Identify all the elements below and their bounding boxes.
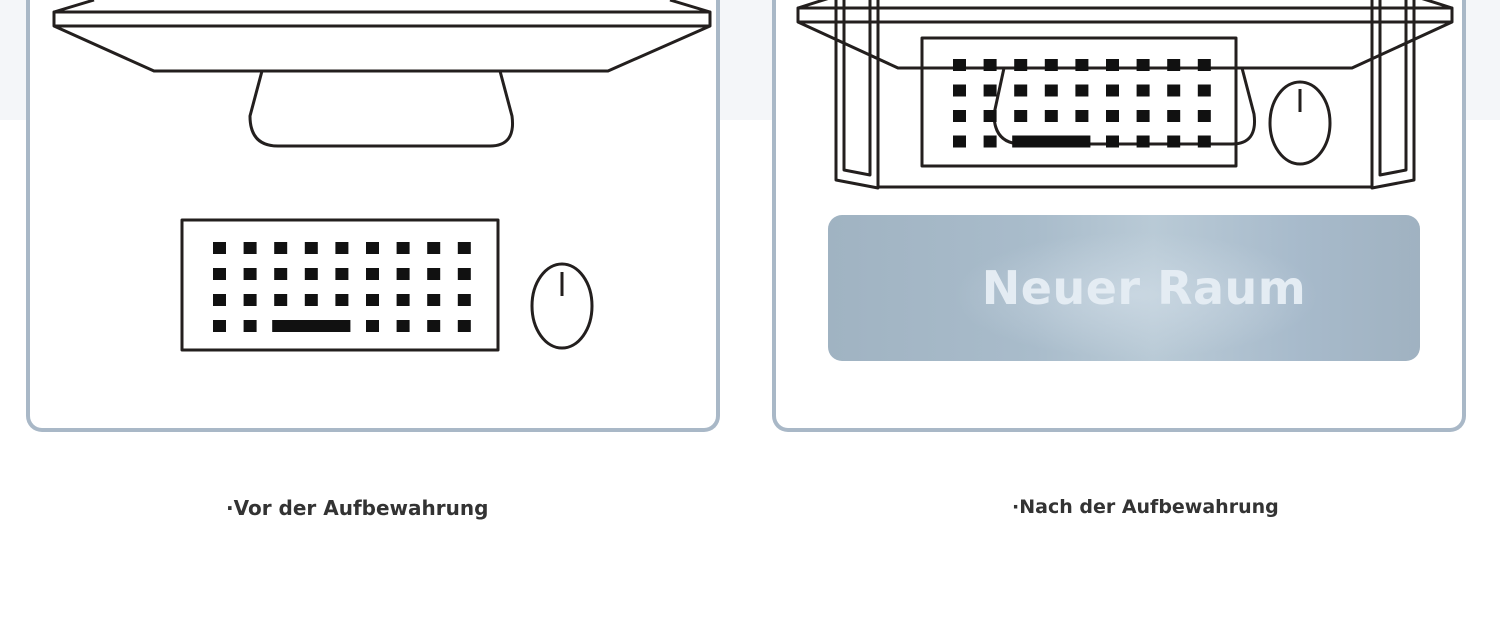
keyboard-icon (180, 218, 500, 352)
keyboard-key (1167, 110, 1181, 122)
keyboard-spacebar (1012, 135, 1091, 148)
keyboard-key (213, 294, 226, 306)
keyboard-key (427, 268, 441, 280)
keyboard-key (396, 294, 410, 306)
keyboard-key (213, 268, 226, 280)
keyboard-key (1014, 59, 1028, 71)
keyboard-key (427, 294, 441, 306)
keyboard-key (304, 294, 318, 306)
keyboard-key (243, 294, 257, 306)
keyboard-key (1136, 110, 1150, 122)
monitor-icon (52, 10, 712, 73)
keyboard-key (1136, 135, 1150, 148)
keyboard-key (1136, 84, 1150, 97)
keyboard-key (243, 268, 257, 280)
keyboard-key (1014, 84, 1028, 97)
keyboard-key (1167, 135, 1181, 148)
mouse-icon (530, 262, 594, 350)
keyboard-key (274, 242, 288, 254)
keyboard-key (1167, 59, 1181, 71)
keyboard-key (1167, 84, 1181, 97)
keyboard-key (396, 268, 410, 280)
keyboard-key (983, 59, 997, 71)
keyboard-key (1075, 110, 1089, 122)
monitor-stand-icon (248, 70, 515, 148)
keyboard-key (1197, 59, 1211, 71)
keyboard-spacebar (272, 320, 351, 332)
keyboard-key (457, 242, 471, 254)
keyboard-key (366, 320, 379, 332)
desk-leg-right-icon (1370, 0, 1416, 190)
keyboard-key (1044, 59, 1058, 71)
keyboard-key (983, 135, 997, 148)
caption-before: ·Vor der Aufbewahrung (226, 496, 489, 520)
keyboard-key (1106, 59, 1119, 71)
keyboard-key (1197, 84, 1211, 97)
keyboard-keys (213, 242, 471, 332)
keyboard-key (1197, 110, 1211, 122)
keyboard-key (457, 294, 471, 306)
new-room-banner: Neuer Raum (828, 215, 1420, 361)
keyboard-key (457, 320, 471, 332)
keyboard-key (1197, 135, 1211, 148)
keyboard-keys (953, 59, 1211, 148)
keyboard-key (396, 242, 410, 254)
keyboard-key (1106, 110, 1119, 122)
keyboard-key (457, 268, 471, 280)
keyboard-key (213, 320, 226, 332)
keyboard-key (1106, 135, 1119, 148)
keyboard-key (304, 268, 318, 280)
keyboard-key (304, 242, 318, 254)
after-storage-illustration (796, 0, 1454, 190)
keyboard-key (983, 110, 997, 122)
keyboard-key (243, 242, 257, 254)
keyboard-key (983, 84, 997, 97)
keyboard-key (335, 294, 349, 306)
desk-leg-left-icon (834, 0, 880, 190)
before-storage-panel (26, 0, 720, 432)
keyboard-key (213, 242, 226, 254)
keyboard-key (1075, 59, 1089, 71)
keyboard-key (1044, 110, 1058, 122)
before-storage-illustration (52, 0, 712, 352)
keyboard-key (953, 59, 966, 71)
after-storage-panel: Neuer Raum (772, 0, 1466, 432)
keyboard-key (953, 84, 966, 97)
keyboard-key (1136, 59, 1150, 71)
keyboard-key (335, 268, 349, 280)
new-room-label: Neuer Raum (981, 261, 1307, 315)
keyboard-key (274, 294, 288, 306)
keyboard-key (427, 320, 441, 332)
keyboard-key (366, 294, 379, 306)
keyboard-key (366, 268, 379, 280)
keyboard-key (1106, 84, 1119, 97)
keyboard-key (953, 110, 966, 122)
keyboard-key (953, 135, 966, 148)
keyboard-key (1044, 84, 1058, 97)
caption-after: ·Nach der Aufbewahrung (1012, 496, 1279, 518)
keyboard-key (335, 242, 349, 254)
mouse-icon (1268, 80, 1332, 166)
keyboard-key (427, 242, 441, 254)
keyboard-key (396, 320, 410, 332)
keyboard-icon (920, 36, 1238, 168)
keyboard-key (274, 268, 288, 280)
keyboard-key (243, 320, 257, 332)
monitor-stand-icon (992, 67, 1257, 146)
keyboard-key (1014, 110, 1028, 122)
keyboard-key (366, 242, 379, 254)
keyboard-key (1075, 84, 1089, 97)
